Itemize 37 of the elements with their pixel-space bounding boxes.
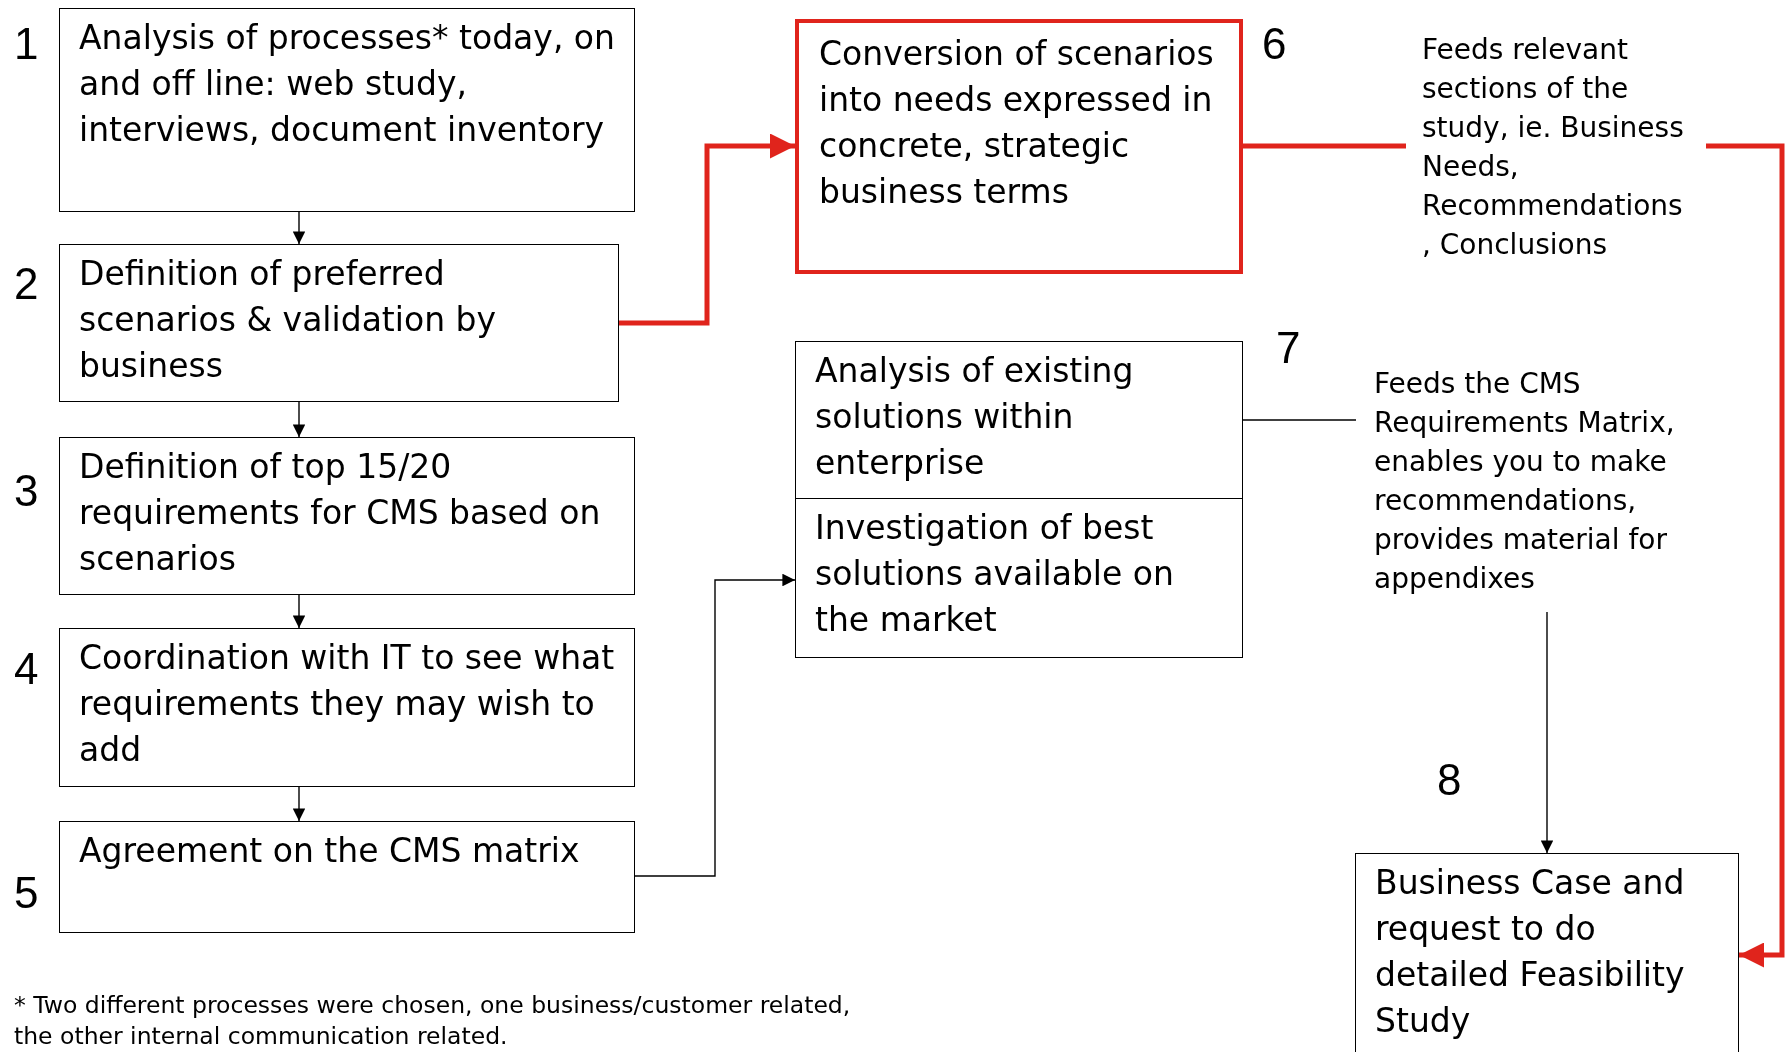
note-text: Feeds the CMS Requirements Matrix, enables you to make recommendations, provides material for appendixes (1374, 366, 1676, 597)
box-text: Coordination with IT to see what requirements they may wish to add (79, 637, 616, 771)
box-text: Analysis of existing solutions within enterprise (815, 350, 1135, 484)
process-box (795, 341, 1243, 499)
connector-arrow (292, 786, 306, 822)
connector-arrow (619, 133, 795, 326)
process-box (59, 821, 635, 933)
process-box (59, 8, 635, 212)
box-text: Business Case and request to do detailed Feasibility Study (1375, 862, 1686, 1042)
process-box (59, 437, 635, 595)
step-number: 6 (1262, 22, 1287, 66)
step-number: 1 (14, 22, 39, 66)
step-number: 2 (14, 262, 39, 306)
step-number: 8 (1437, 758, 1462, 802)
box-text: Analysis of processes* today, on and off line: web study, interviews, document inventory (79, 17, 616, 151)
step-number: 7 (1276, 326, 1301, 370)
process-box (795, 498, 1243, 658)
box-text: Agreement on the CMS matrix (79, 830, 581, 872)
step-number: 3 (14, 469, 39, 513)
box-text: Definition of top 15/20 requirements for CMS based on scenarios (79, 446, 602, 580)
box-text: Investigation of best solutions available on the market (815, 507, 1175, 641)
box-text: Definition of preferred scenarios & validation by business (79, 253, 498, 387)
step-number: 5 (14, 871, 39, 915)
note-text: Feeds relevant sections of the study, ie. Business Needs, Recommendations, Conclusions (1422, 32, 1685, 263)
connector-arrow (292, 211, 306, 245)
connector-arrow (634, 573, 796, 877)
process-box (1355, 853, 1739, 1052)
connector-arrow (1706, 143, 1785, 968)
process-box (59, 244, 619, 402)
step-number: 4 (14, 647, 39, 691)
process-box (795, 19, 1243, 274)
connector-arrow (292, 401, 306, 438)
connector-arrow (292, 594, 306, 629)
footnote: * Two different processes were chosen, one business/customer related, the other internal communication related. (14, 990, 852, 1052)
connector-arrow (1540, 611, 1554, 854)
box-text: Conversion of scenarios into needs expressed in concrete, strategic business terms (819, 33, 1215, 213)
process-box (59, 628, 635, 787)
